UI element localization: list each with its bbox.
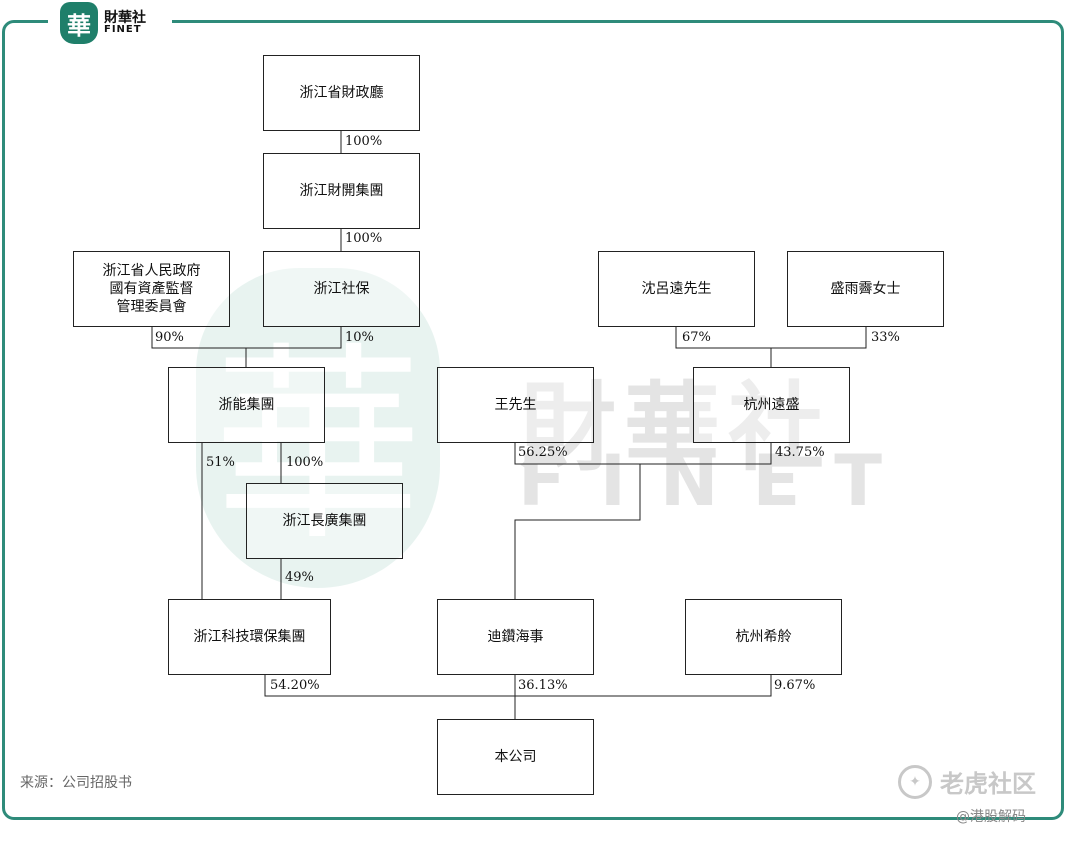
pct-wang-to-dizuan: 56.25% (518, 445, 568, 460)
pct-zheneng-to-changguang: 100% (286, 455, 324, 470)
tiger-community-name: 老虎社区 (940, 770, 1036, 798)
node-mr-wang: 王先生 (437, 367, 594, 443)
tiger-head-icon: ✦ (898, 764, 932, 799)
node-zj-social-security: 浙江社保 (263, 251, 420, 327)
pct-zheneng-to-tech: 51% (206, 455, 235, 470)
logo-name-en: FINET (104, 24, 142, 35)
node-company: 本公司 (437, 719, 594, 795)
node-zj-sasac: 浙江省人民政府 國有資產監督 管理委員會 (73, 251, 230, 327)
logo-name-cn: 財華社 (104, 10, 146, 26)
pct-caikai-to-social: 100% (345, 231, 383, 246)
tiger-community-watermark: ✦ 老虎社区 (898, 764, 1036, 799)
watermark-text-cn: 財華社 (520, 372, 832, 484)
pct-tech-to-company: 54.20% (270, 678, 320, 693)
logo-text: 財華社 FINET (104, 11, 146, 35)
node-sheng-yuji: 盛雨霽女士 (787, 251, 944, 327)
pct-yuansheng-to-dizuan: 43.75% (775, 445, 825, 460)
finet-logo: 華 財華社 FINET (60, 1, 146, 45)
node-zj-caikai-group: 浙江財開集團 (263, 153, 420, 229)
watermark-badge: 華 (196, 268, 440, 588)
pct-sasac-to-zheneng: 90% (155, 330, 184, 345)
pct-finance-to-caikai: 100% (345, 134, 383, 149)
node-shen-lvyuan: 沈呂遠先生 (598, 251, 755, 327)
frame-border (2, 20, 1064, 820)
source-note: 来源：公司招股书 (20, 775, 132, 791)
pct-xiling-to-company: 9.67% (774, 678, 816, 693)
node-hz-xiling: 杭州希舲 (685, 599, 842, 675)
node-hz-yuansheng: 杭州遠盛 (693, 367, 850, 443)
pct-shen-to-yuansheng: 67% (682, 330, 711, 345)
node-zj-tech-env: 浙江科技環保集團 (168, 599, 331, 675)
watermark-text-en: FINET (518, 440, 917, 522)
pct-sheng-to-yuansheng: 33% (871, 330, 900, 345)
node-dizuan-haishi: 迪鑽海事 (437, 599, 594, 675)
node-zheneng-group: 浙能集團 (168, 367, 325, 443)
finet-badge-icon: 華 (60, 2, 98, 44)
pct-dizuan-to-company: 36.13% (518, 678, 568, 693)
author-tag: @港股解码 (956, 809, 1026, 825)
pct-social-to-zheneng: 10% (345, 330, 374, 345)
node-zj-finance-dept: 浙江省財政廳 (263, 55, 420, 131)
node-zj-changguang: 浙江長廣集團 (246, 483, 403, 559)
pct-changguang-to-tech: 49% (285, 570, 314, 585)
